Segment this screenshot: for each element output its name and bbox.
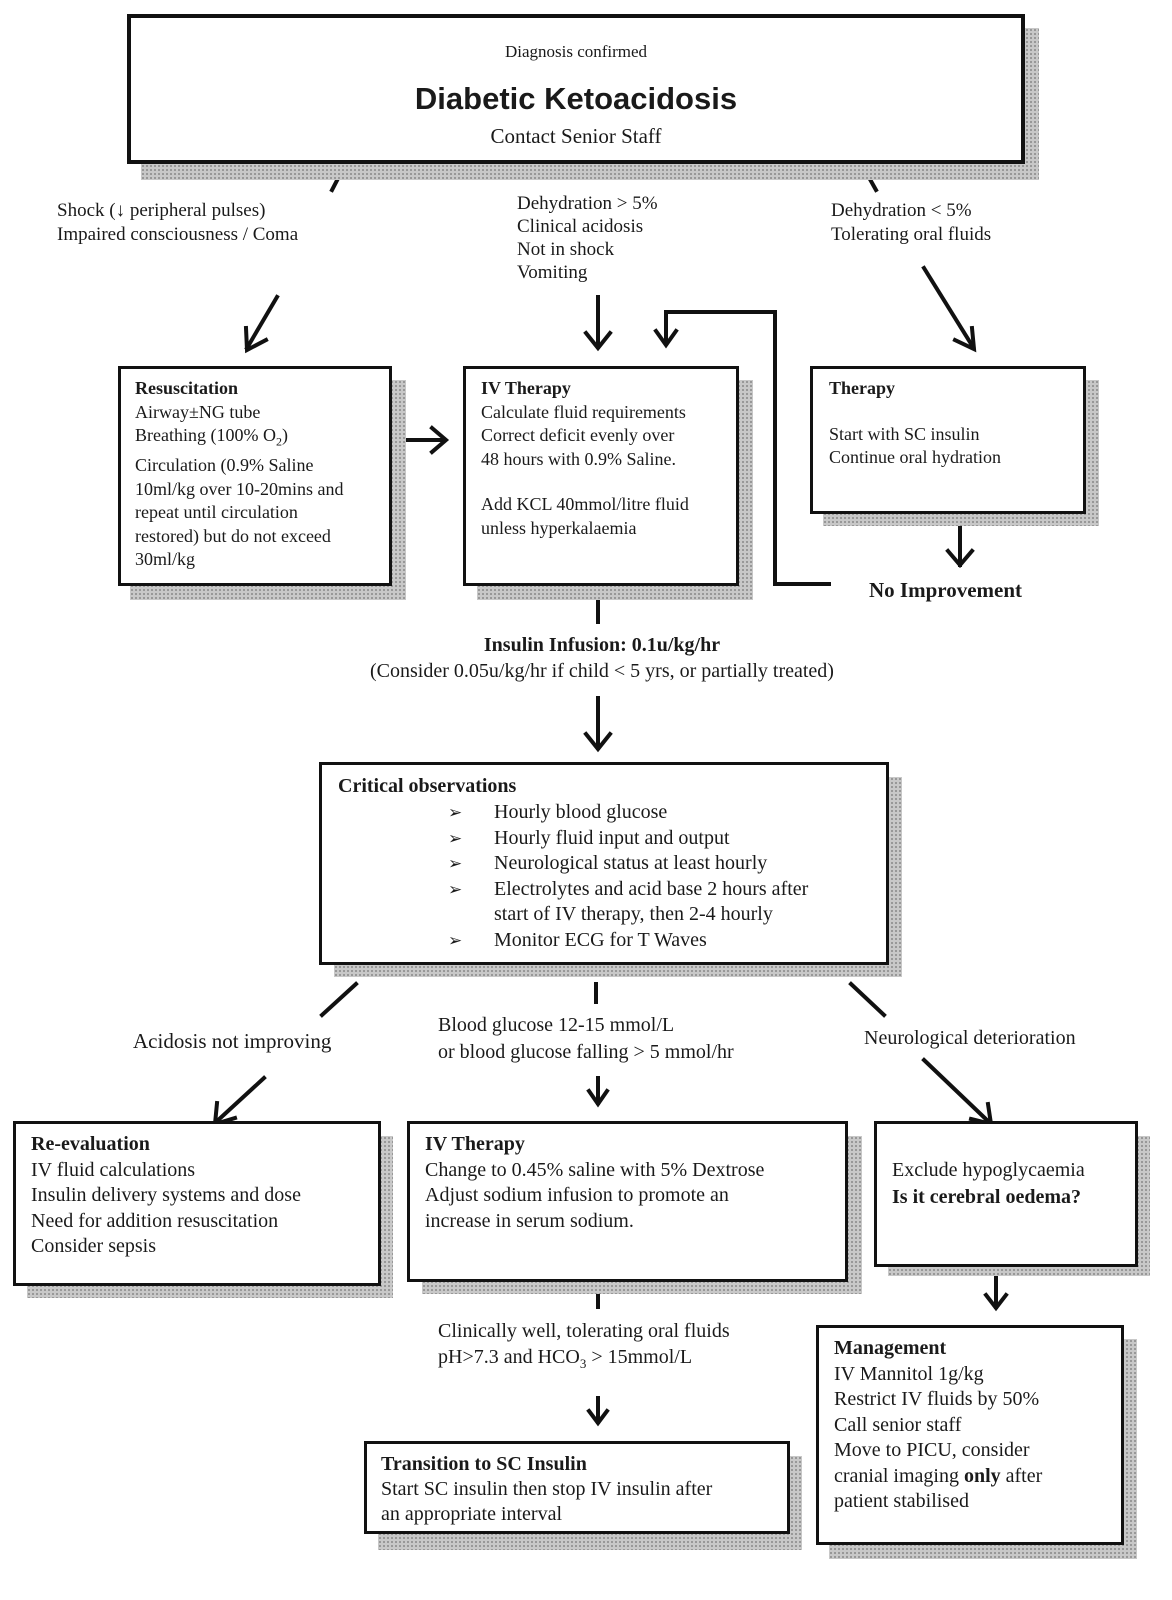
insulin-title: Insulin Infusion: 0.1u/kg/hr xyxy=(483,634,721,656)
iv-therapy-1-line-3: 48 hours with 0.9% Saline. xyxy=(481,448,676,469)
criteria-label: Clinically well, tolerating oral fluids … xyxy=(438,1318,730,1377)
insulin-note: (Consider 0.05u/kg/hr if child < 5 yrs, … xyxy=(370,660,834,682)
management-title: Management xyxy=(834,1337,947,1359)
branch-center-line-3: Not in shock xyxy=(517,239,615,260)
header-box: Diagnosis confirmed Diabetic Ketoacidosi… xyxy=(127,14,1025,164)
arrow-to-cerebral xyxy=(921,1057,993,1126)
branch-center-line-4: Vomiting xyxy=(517,262,588,283)
management-line-3: Call senior staff xyxy=(834,1413,962,1436)
reevaluation-box: Re-evaluation IV fluid calculations Insu… xyxy=(13,1121,381,1286)
iv-therapy-2-box: IV Therapy Change to 0.45% saline with 5… xyxy=(407,1121,848,1282)
iv-therapy-1-line-2: Correct deficit evenly over xyxy=(481,425,675,445)
cerebral-line-1: Exclude hypoglycaemia xyxy=(892,1159,1085,1181)
loop-no-improvement xyxy=(664,310,831,586)
branch-center-label: Dehydration > 5% Clinical acidosis Not i… xyxy=(517,192,658,284)
branch-right-label: Dehydration < 5% Tolerating oral fluids xyxy=(831,199,991,247)
reevaluation-line-2: Insulin delivery systems and dose xyxy=(31,1184,301,1206)
critical-box: Critical observations Hourly blood gluco… xyxy=(319,762,889,965)
resuscitation-line-4: 10ml/kg over 10-20mins and xyxy=(135,478,344,499)
branch-mid-left xyxy=(319,981,359,1018)
resuscitation-breathing: Breathing (100% O2) xyxy=(135,425,288,449)
critical-list: Hourly blood glucose Hourly fluid input … xyxy=(448,800,808,953)
glucose-line-2: or blood glucose falling > 5 mmol/hr xyxy=(438,1041,734,1063)
iv-therapy-2-line-1: Change to 0.45% saline with 5% Dextrose xyxy=(425,1158,765,1181)
transition-title: Transition to SC Insulin xyxy=(381,1453,587,1475)
management-line-4: Move to PICU, consider xyxy=(834,1439,1030,1461)
resuscitation-title: Resuscitation xyxy=(135,378,238,398)
critical-item: Hourly fluid input and output xyxy=(448,826,808,852)
management-line-1: IV Mannitol 1g/kg xyxy=(834,1362,984,1385)
reevaluation-line-1: IV fluid calculations xyxy=(31,1158,196,1181)
resuscitation-line-5: repeat until circulation xyxy=(135,502,298,523)
resuscitation-line-6: restored) but do not exceed xyxy=(135,525,331,546)
iv-therapy-1-box: IV Therapy Calculate fluid requirements … xyxy=(463,366,739,586)
acidosis-label: Acidosis not improving xyxy=(133,1029,332,1053)
iv-therapy-2-line-3: increase in serum sodium. xyxy=(425,1209,634,1232)
branch-left-label: Shock (↓ peripheral pulses) Impaired con… xyxy=(57,199,298,247)
branch-left-line-2: Impaired consciousness / Coma xyxy=(57,224,299,245)
reevaluation-line-4: Consider sepsis xyxy=(31,1235,156,1257)
arrow-to-reevaluation xyxy=(213,1075,267,1125)
reevaluation-title: Re-evaluation xyxy=(31,1133,150,1155)
insulin-block: Insulin Infusion: 0.1u/kg/hr (Consider 0… xyxy=(300,632,904,684)
branch-right-line-1: Dehydration < 5% xyxy=(831,200,972,221)
transition-line-2: an appropriate interval xyxy=(381,1503,563,1525)
branch-right-line-2: Tolerating oral fluids xyxy=(831,224,992,245)
management-line-2: Restrict IV fluids by 50% xyxy=(834,1388,1040,1410)
arrow-to-resuscitation xyxy=(244,294,280,351)
resuscitation-line-7: 30ml/kg xyxy=(135,549,196,570)
iv-therapy-1-title: IV Therapy xyxy=(481,378,571,398)
management-box: Management IV Mannitol 1g/kg Restrict IV… xyxy=(816,1325,1124,1545)
iv-therapy-1-line-4: Add KCL 40mmol/litre fluid xyxy=(481,494,689,514)
cerebral-box: Exclude hypoglycaemia Is it cerebral oed… xyxy=(874,1121,1138,1267)
transition-box: Transition to SC Insulin Start SC insuli… xyxy=(364,1441,790,1534)
therapy-line-2: Continue oral hydration xyxy=(829,447,1001,467)
criteria-line-2: pH>7.3 and HCO3 > 15mmol/L xyxy=(438,1346,693,1371)
therapy-title: Therapy xyxy=(829,378,896,398)
therapy-box: Therapy Start with SC insulin Continue o… xyxy=(810,366,1086,514)
critical-item: Electrolytes and acid base 2 hours after… xyxy=(448,877,808,928)
branch-center-line-1: Dehydration > 5% xyxy=(517,193,658,214)
neuro-label: Neurological deterioration xyxy=(864,1027,1076,1049)
glucose-label: Blood glucose 12-15 mmol/L or blood gluc… xyxy=(438,1012,734,1066)
iv-therapy-1-line-1: Calculate fluid requirements xyxy=(481,401,686,422)
resuscitation-box: Resuscitation Airway±NG tube Breathing (… xyxy=(118,366,392,586)
resuscitation-airway: Airway±NG tube xyxy=(135,401,261,422)
therapy-line-1: Start with SC insulin xyxy=(829,423,980,444)
header-pre: Diagnosis confirmed xyxy=(504,42,648,61)
critical-item: Hourly blood glucose xyxy=(448,800,808,826)
cerebral-line-2: Is it cerebral oedema? xyxy=(892,1186,1082,1208)
page-title: Diabetic Ketoacidosis xyxy=(414,81,738,116)
reevaluation-line-3: Need for addition resuscitation xyxy=(31,1209,279,1232)
transition-line-1: Start SC insulin then stop IV insulin af… xyxy=(381,1478,713,1500)
resuscitation-line-3: Circulation (0.9% Saline xyxy=(135,455,314,476)
glucose-line-1: Blood glucose 12-15 mmol/L xyxy=(438,1014,675,1036)
iv-therapy-1-line-5: unless hyperkalaemia xyxy=(481,517,637,538)
iv-therapy-2-title: IV Therapy xyxy=(425,1133,525,1155)
critical-title: Critical observations xyxy=(338,775,517,797)
branch-center-line-2: Clinical acidosis xyxy=(517,216,644,237)
no-improvement-label: No Improvement xyxy=(869,578,1023,602)
criteria-line-1: Clinically well, tolerating oral fluids xyxy=(438,1320,730,1342)
iv-therapy-2-line-2: Adjust sodium infusion to promote an xyxy=(425,1184,729,1206)
critical-item: Monitor ECG for T Waves xyxy=(448,928,808,954)
management-line-6: patient stabilised xyxy=(834,1490,969,1512)
branch-left-line-1: Shock (↓ peripheral pulses) xyxy=(57,200,266,221)
header-sub: Contact Senior Staff xyxy=(490,124,662,148)
arrow-to-therapy xyxy=(921,265,976,350)
critical-item: Neurological status at least hourly xyxy=(448,851,808,877)
management-line-5: cranial imaging only after xyxy=(834,1464,1043,1487)
branch-mid-right xyxy=(848,981,887,1018)
